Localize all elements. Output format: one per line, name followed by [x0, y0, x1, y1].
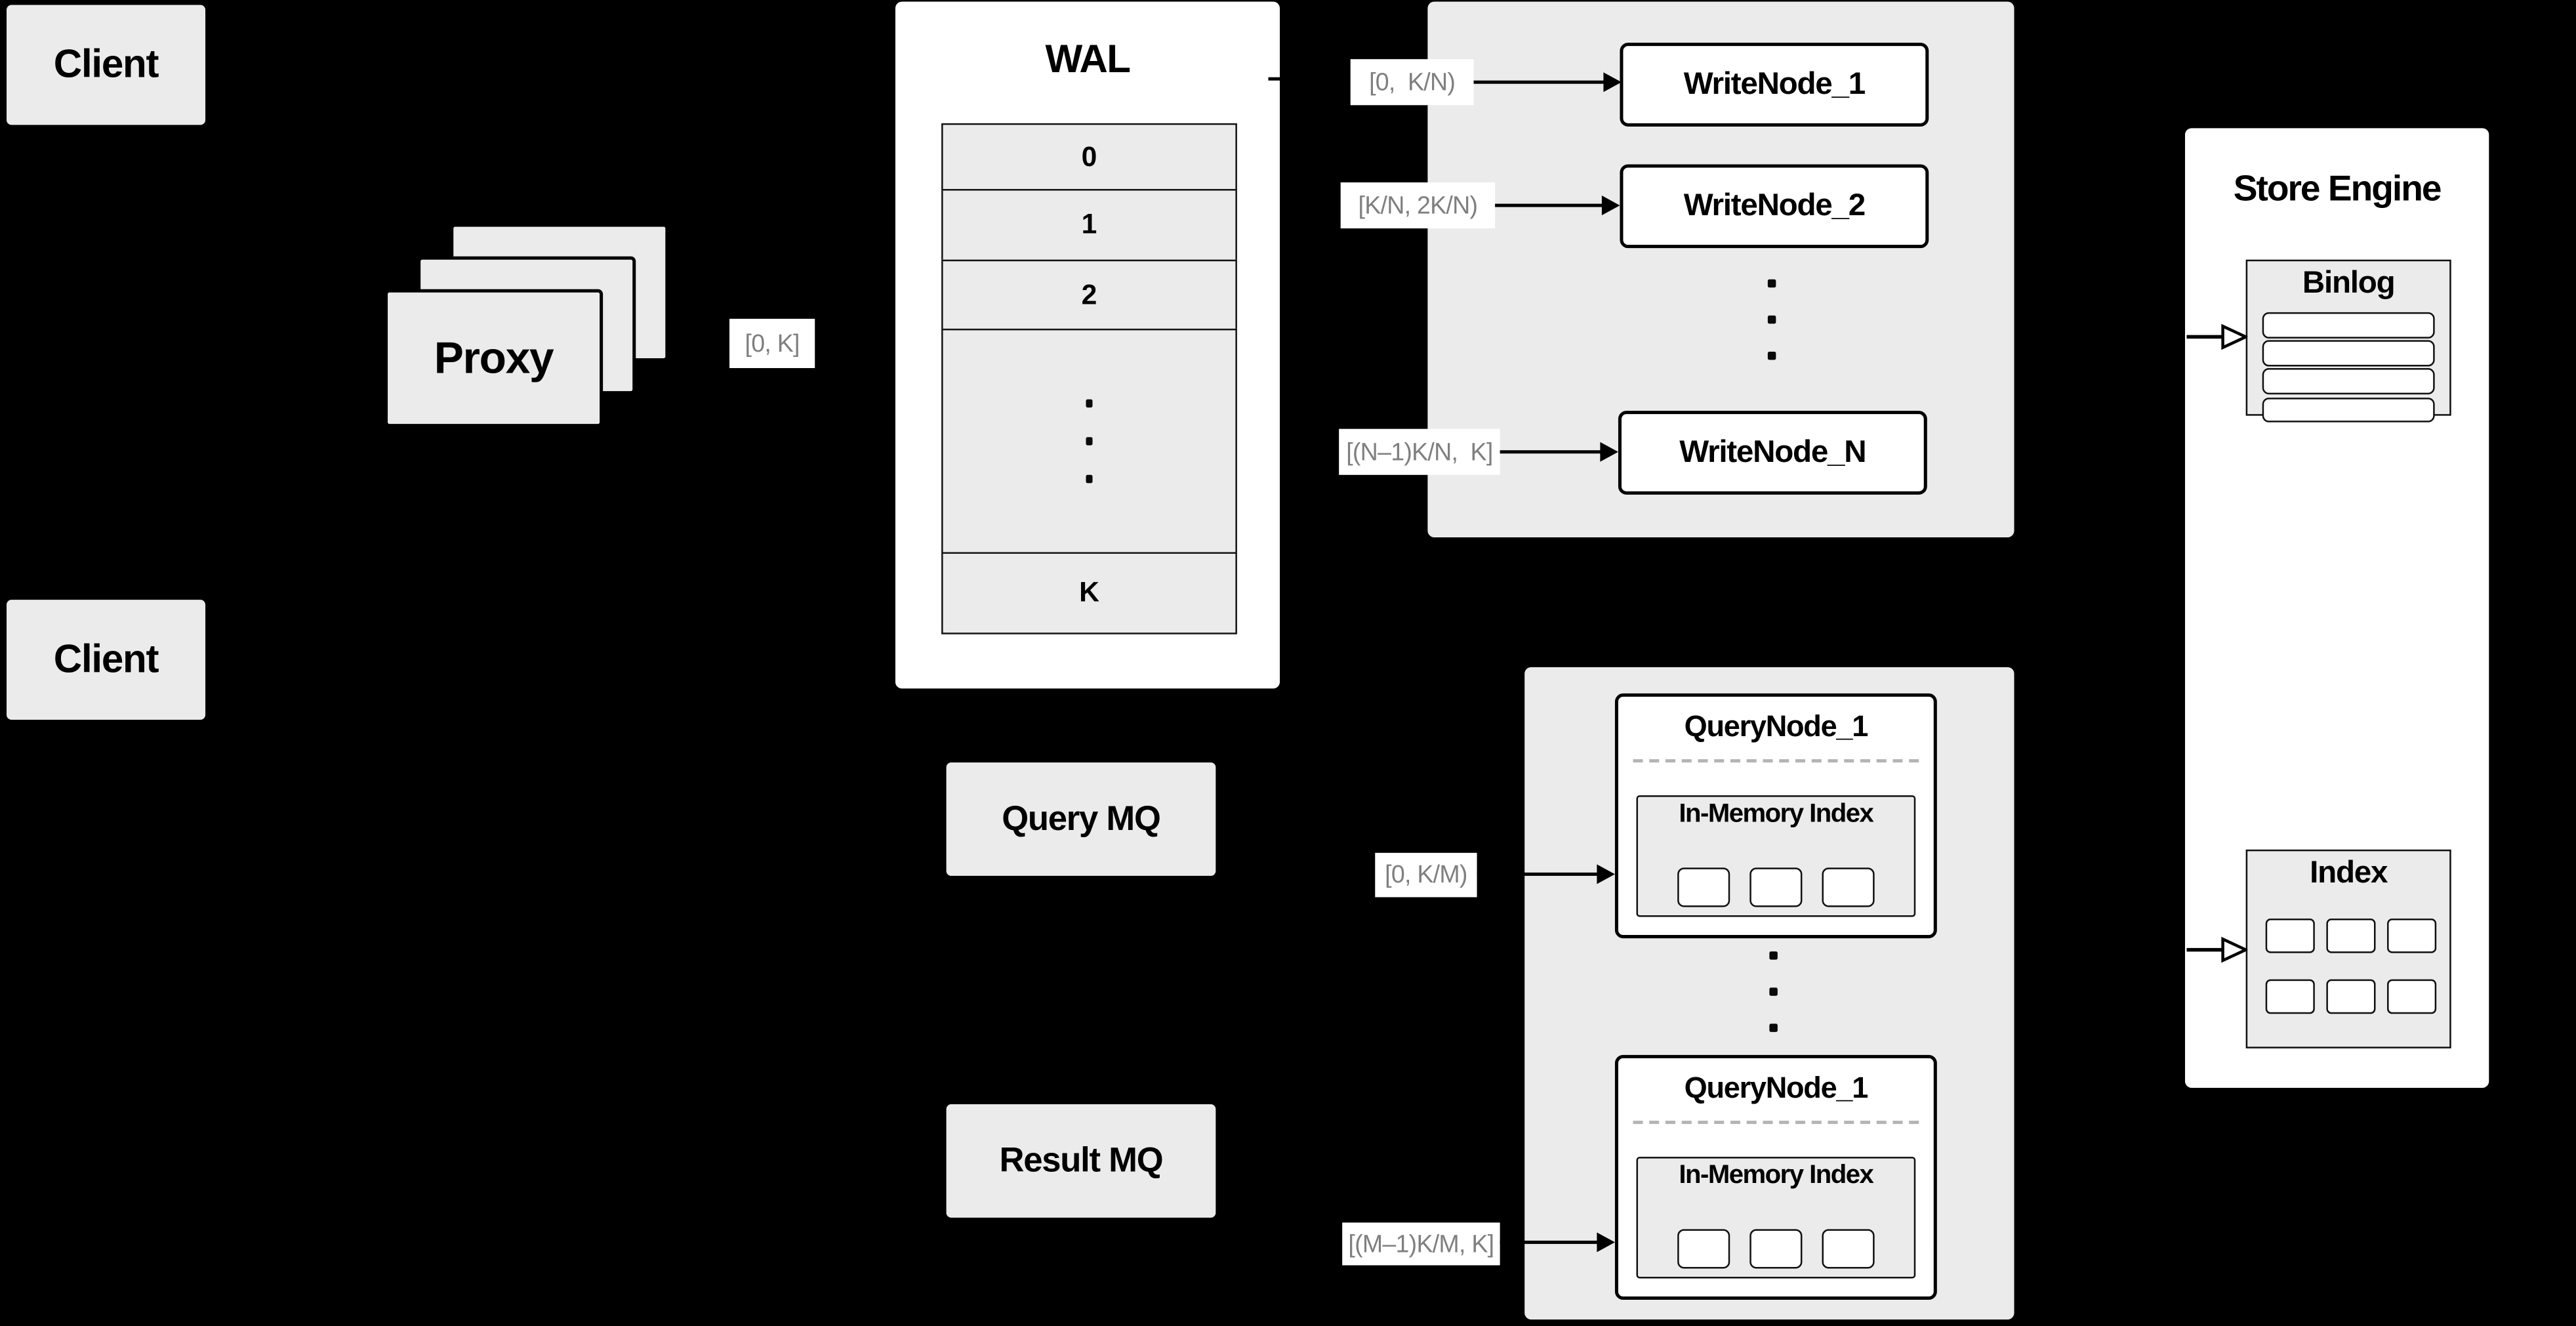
index-segment-cell	[1822, 1229, 1875, 1269]
arrow-to-index	[2186, 936, 2248, 963]
range-label-writenode-1: [0, K/N)	[1350, 59, 1474, 106]
query-node-m-inmemory-index: In-Memory Index	[1636, 1157, 1916, 1279]
index-cells	[2265, 919, 2437, 1014]
store-engine-title: Store Engine	[2233, 167, 2442, 209]
client-bottom-box: Client	[7, 600, 206, 720]
write-node-2-label: WriteNode_2	[1683, 188, 1866, 223]
index-segment-cell	[1749, 867, 1803, 907]
write-node-ellipsis-dots	[1767, 279, 1776, 360]
binlog-rows	[2262, 312, 2435, 423]
result-mq-box: Result MQ	[946, 1104, 1216, 1218]
index-cell	[2387, 919, 2437, 953]
wal-outgoing-arrow-stub	[1268, 77, 1282, 81]
index-segment-cell	[1749, 1229, 1803, 1269]
range-label-writenode-n: [(N–1)K/N, K]	[1339, 428, 1500, 475]
binlog-row	[2262, 340, 2435, 366]
wal-row-1: 1	[941, 190, 1237, 262]
write-node-1-box: WriteNode_1	[1620, 43, 1929, 127]
client-top-label: Client	[53, 41, 159, 87]
query-node-1-separator	[1633, 759, 1919, 763]
index-segment-cell	[1677, 867, 1730, 907]
query-node-m-title: QueryNode_1	[1684, 1071, 1869, 1105]
binlog-box: Binlog	[2245, 259, 2451, 423]
arrow-to-writenode-1	[1473, 72, 1622, 93]
index-segment-cell	[1822, 867, 1875, 907]
wal-table: 0 1 2 K	[941, 123, 1237, 634]
query-node-m-separator	[1633, 1121, 1919, 1125]
query-node-1-inmemory-index: In-Memory Index	[1636, 795, 1916, 917]
inmemory-index-title: In-Memory Index	[1679, 1161, 1873, 1190]
wal-row-k-label: K	[1079, 576, 1099, 608]
range-label-proxy-to-wal: [0, K]	[729, 318, 815, 369]
client-top-box: Client	[7, 5, 206, 125]
index-cell	[2326, 919, 2376, 953]
wal-row-1-label: 1	[1081, 209, 1097, 241]
arrow-to-querynode-m	[1500, 1232, 1615, 1253]
index-cell	[2265, 919, 2315, 953]
arrow-to-writenode-n	[1500, 442, 1618, 462]
query-node-ellipsis-dots	[1769, 951, 1777, 1032]
wal-row-0: 0	[941, 123, 1237, 193]
wal-row-k: K	[941, 551, 1237, 634]
wal-title: WAL	[1045, 37, 1131, 83]
write-node-n-label: WriteNode_N	[1679, 434, 1866, 470]
query-node-1-box: QueryNode_1 In-Memory Index	[1614, 693, 1937, 939]
arrow-to-binlog	[2186, 323, 2248, 350]
index-segment-cell	[1677, 1229, 1730, 1269]
proxy-label: Proxy	[434, 333, 554, 383]
index-cell	[2265, 979, 2315, 1014]
index-title: Index	[2310, 856, 2388, 891]
wal-panel: WAL 0 1 2 K	[895, 1, 1280, 689]
index-cell	[2387, 979, 2437, 1014]
range-label-querynode-m: [(M–1)K/M, K]	[1342, 1222, 1500, 1266]
write-node-n-box: WriteNode_N	[1618, 411, 1927, 495]
wal-row-2: 2	[941, 259, 1237, 332]
proxy-box: Proxy	[384, 289, 603, 428]
write-node-2-box: WriteNode_2	[1620, 164, 1929, 249]
wal-row-0-label: 0	[1081, 141, 1097, 173]
result-mq-label: Result MQ	[999, 1141, 1164, 1179]
binlog-row	[2262, 312, 2435, 338]
query-mq-label: Query MQ	[1002, 799, 1161, 838]
wal-row-ellipsis	[941, 329, 1237, 554]
inmemory-index-cells	[1638, 1229, 1914, 1269]
index-cell	[2326, 979, 2376, 1014]
index-box: Index	[2245, 849, 2451, 1048]
inmemory-index-cells	[1638, 867, 1914, 907]
binlog-row	[2262, 396, 2435, 423]
binlog-row	[2262, 368, 2435, 395]
query-node-m-box: QueryNode_1 In-Memory Index	[1614, 1054, 1937, 1300]
arrow-to-querynode-1	[1477, 864, 1615, 884]
client-bottom-label: Client	[53, 636, 159, 682]
range-label-querynode-1: [0, K/M)	[1375, 852, 1477, 898]
query-node-1-title: QueryNode_1	[1684, 709, 1869, 743]
wal-ellipsis-dots	[1085, 400, 1094, 484]
query-mq-box: Query MQ	[946, 762, 1216, 876]
arrow-to-writenode-2	[1495, 196, 1620, 216]
inmemory-index-title: In-Memory Index	[1679, 800, 1873, 829]
binlog-title: Binlog	[2302, 266, 2396, 301]
wal-row-2-label: 2	[1081, 279, 1097, 310]
write-node-1-label: WriteNode_1	[1683, 66, 1866, 102]
range-label-writenode-2: [K/N, 2K/N)	[1340, 182, 1496, 229]
